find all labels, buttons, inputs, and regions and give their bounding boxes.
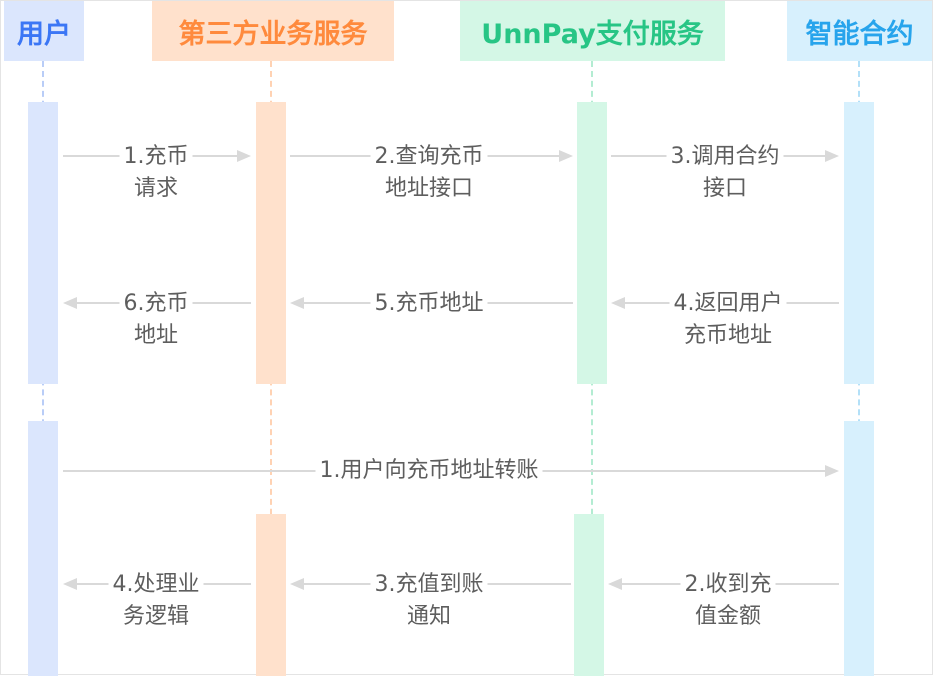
message-label-transfer: 1.用户向充币地址转账 (315, 455, 543, 487)
message-label-receive-amount: 2.收到充 值金额 (680, 569, 776, 633)
participant-unnpay-service: UnnPay支付服务 (460, 1, 725, 61)
participant-user-label: 用户 (17, 18, 71, 50)
activation-contract-phase2 (844, 421, 874, 676)
message-label-2: 2.查询充币 地址接口 (370, 141, 488, 205)
activation-user-phase1 (28, 102, 58, 384)
participant-third-party-service-label: 第三方业务服务 (178, 18, 368, 50)
message-label-deposit-notify: 3.充值到账 通知 (370, 569, 488, 633)
message-label-6: 6.充币 地址 (119, 288, 193, 352)
message-label-5: 5.充币地址 (370, 288, 488, 320)
participant-third-party-service: 第三方业务服务 (152, 1, 394, 61)
participant-user: 用户 (4, 1, 84, 61)
activation-contract-phase1 (844, 102, 874, 384)
activation-third-party-phase2 (256, 514, 286, 676)
message-label-business-logic: 4.处理业 务逻辑 (108, 569, 204, 633)
activation-user-phase2 (28, 421, 58, 676)
activation-third-party-phase1 (256, 102, 286, 384)
participant-unnpay-service-label: UnnPay支付服务 (481, 18, 704, 50)
activation-unnpay-phase2 (574, 514, 604, 676)
participant-smart-contract-label: 智能合约 (805, 18, 914, 50)
message-label-4: 4.返回用户 充币地址 (669, 288, 787, 352)
participant-smart-contract: 智能合约 (787, 1, 932, 61)
message-label-1: 1.充币 请求 (119, 141, 193, 205)
activation-unnpay-phase1 (577, 102, 607, 384)
message-label-3: 3.调用合约 接口 (666, 141, 784, 205)
